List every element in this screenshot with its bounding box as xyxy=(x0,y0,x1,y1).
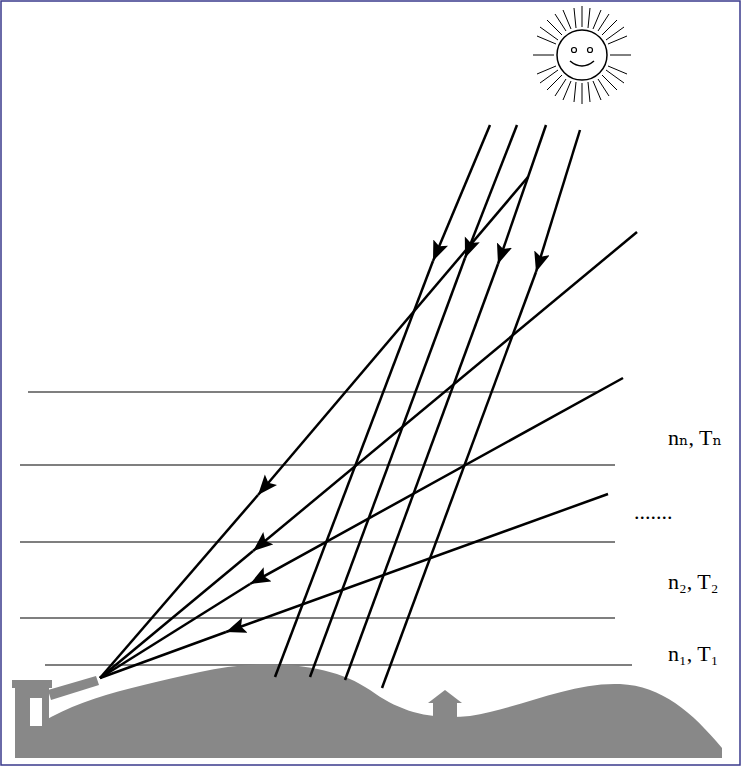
layer-lines xyxy=(20,392,632,665)
layer-label: ....... xyxy=(634,500,673,524)
hills xyxy=(15,664,722,758)
observed-rays xyxy=(100,177,637,678)
layer-label: n₂, T₂ xyxy=(668,570,718,594)
layer-label: n₁, T₁ xyxy=(668,642,718,666)
layer-label: nₙ, Tₙ xyxy=(668,426,722,450)
sun xyxy=(533,6,631,104)
house xyxy=(428,690,462,722)
telescope xyxy=(12,676,99,748)
